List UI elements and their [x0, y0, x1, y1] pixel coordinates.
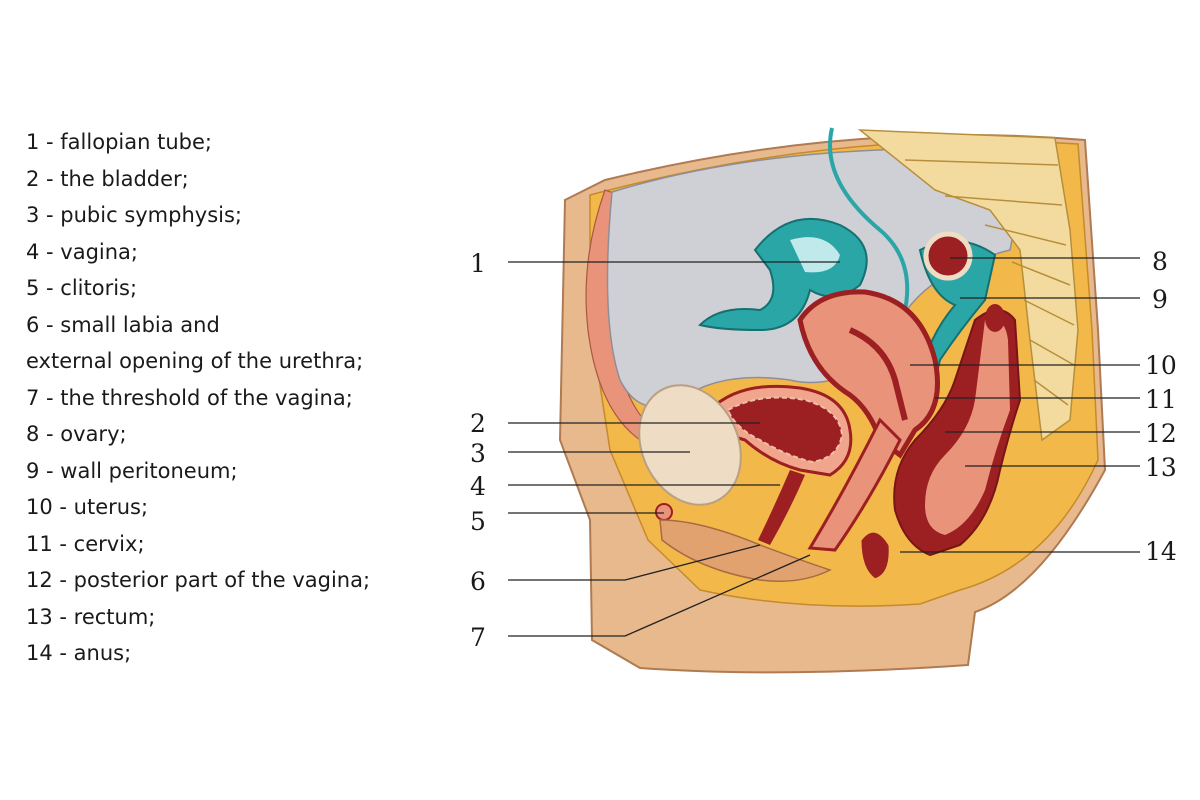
leader-line-7	[508, 554, 811, 637]
rectum-lumen	[985, 304, 1005, 332]
legend-item: 5 - clitoris;	[26, 276, 138, 300]
legend-item: 8 - ovary;	[26, 422, 127, 446]
callout-9: 9	[1152, 285, 1168, 314]
legend-item: 4 - vagina;	[26, 239, 139, 264]
legend-item: 14 - anus;	[26, 641, 132, 665]
anus-shape	[858, 529, 892, 582]
legend-list: 1 - fallopian tube; 2 - the bladder; 3 -…	[26, 124, 370, 672]
callout-4: 4	[470, 472, 486, 501]
clitoris-shape	[655, 503, 673, 521]
callout-7: 7	[470, 623, 486, 652]
callout-5: 5	[470, 507, 486, 536]
pubic-symphysis-shape	[638, 384, 742, 506]
rectum-inner	[925, 319, 1010, 535]
callout-12: 12	[1145, 419, 1177, 448]
leader-line-6	[508, 544, 761, 581]
fallopian-tube-inner	[790, 237, 840, 273]
vagina-shape	[807, 417, 902, 552]
legend-item: 3 - pubic symphysis;	[26, 203, 242, 227]
legend-item: 12 - posterior part of the vagina;	[26, 568, 371, 592]
callout-8: 8	[1152, 247, 1168, 276]
callout-11: 11	[1145, 385, 1177, 414]
uterine-cavity	[848, 327, 908, 421]
legend-item: 1 - fallopian tube;	[26, 130, 212, 154]
legend-item: 9 - wall peritoneum;	[26, 458, 238, 483]
legend-item: 11 - cervix;	[26, 531, 145, 556]
legend-item: 13 - rectum;	[26, 604, 156, 629]
callout-10: 10	[1145, 351, 1177, 380]
callout-3: 3	[470, 439, 486, 468]
vertebra-lines	[904, 159, 1075, 406]
peritoneum-line	[828, 127, 910, 311]
callout-13: 13	[1145, 453, 1177, 482]
labia-shape	[659, 519, 832, 582]
legend-item: 7 - the threshold of the vagina;	[26, 385, 353, 410]
spine	[857, 129, 1079, 442]
callout-14: 14	[1145, 537, 1177, 566]
ovary-shape	[923, 231, 973, 281]
bladder-wall	[726, 396, 844, 464]
callout-1: 1	[470, 249, 486, 278]
legend-item: external opening of the urethra;	[26, 349, 364, 373]
legend-item: 2 - the bladder;	[26, 166, 189, 191]
callout-2: 2	[470, 409, 486, 438]
callout-6: 6	[470, 567, 486, 596]
urethra-shape	[758, 470, 805, 545]
legend-item: 10 - uterus;	[26, 495, 149, 519]
legend-item: 6 - small labia and	[26, 312, 220, 337]
